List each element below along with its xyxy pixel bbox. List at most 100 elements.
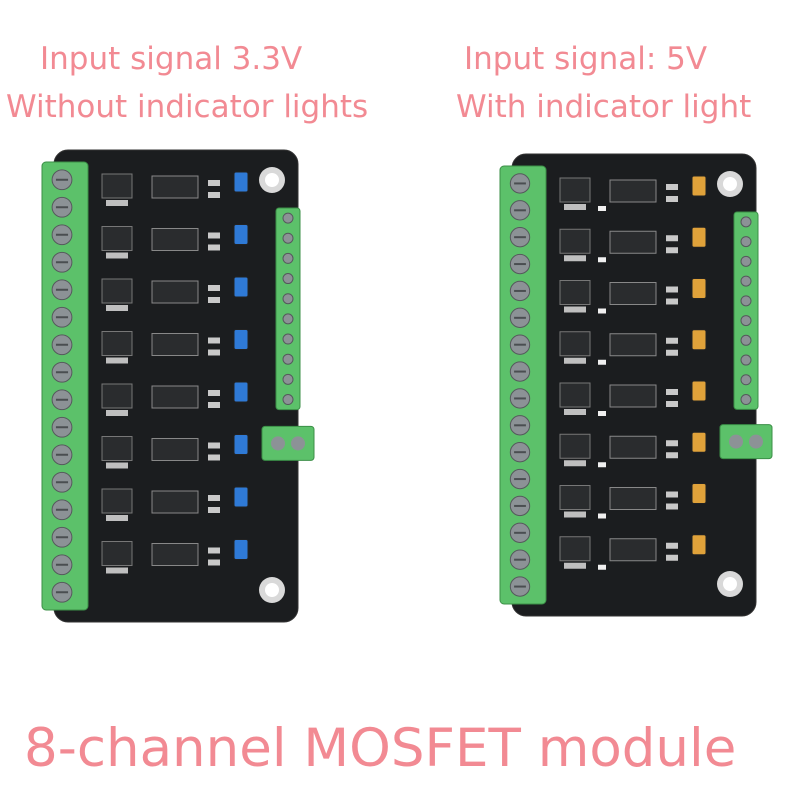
- power-terminal-block: [719, 424, 773, 460]
- jumper-cap: [691, 226, 707, 248]
- smd-resistor: [208, 337, 220, 344]
- input-terminal-screw: [740, 216, 752, 228]
- optocoupler-chip: [151, 175, 199, 199]
- power-terminal-screw: [271, 436, 285, 451]
- mounting-hole-center: [265, 583, 279, 597]
- smd-resistor: [666, 440, 678, 447]
- smd-resistor: [208, 297, 220, 303]
- mosfet-chip: [101, 278, 133, 304]
- input-terminal-screw: [282, 394, 294, 406]
- smd-resistor: [208, 244, 220, 251]
- input-terminal-screw: [282, 273, 294, 285]
- jumper-cap: [233, 171, 249, 193]
- right-mosfet-board: [498, 152, 788, 622]
- left-caption-line2: Without indicator lights: [6, 89, 369, 125]
- jumper-cap: [233, 329, 249, 350]
- left-mosfet-board: [40, 148, 330, 628]
- jumper-cap: [691, 380, 707, 402]
- mosfet-tab: [564, 511, 586, 518]
- optocoupler-chip: [609, 179, 657, 203]
- mosfet-tab: [106, 567, 128, 574]
- input-terminal-screw: [282, 232, 294, 244]
- jumper-cap: [233, 486, 249, 508]
- smd-resistor: [666, 554, 678, 561]
- jumper-cap: [691, 534, 707, 556]
- mosfet-tab: [564, 255, 586, 262]
- mounting-hole-center: [723, 577, 737, 591]
- jumper-cap: [233, 539, 249, 560]
- jumper-cap: [233, 434, 249, 455]
- optocoupler-chip: [609, 230, 657, 254]
- input-terminal-screw: [740, 394, 752, 406]
- mosfet-tab: [106, 357, 128, 364]
- mosfet-tab: [564, 409, 586, 415]
- mounting-hole-center: [265, 173, 279, 187]
- mosfet-tab: [564, 306, 586, 313]
- smd-resistor: [666, 349, 678, 356]
- mosfet-tab: [106, 200, 128, 206]
- jumper-cap: [233, 224, 249, 245]
- optocoupler-chip: [609, 333, 657, 357]
- mosfet-chip: [559, 485, 591, 510]
- smd-resistor: [666, 452, 678, 459]
- mounting-hole-center: [723, 177, 737, 191]
- smd-resistor: [666, 401, 678, 407]
- input-terminal-screw: [282, 333, 294, 345]
- optocoupler-chip: [609, 384, 657, 408]
- mosfet-tab: [564, 204, 586, 210]
- jumper-cap: [233, 381, 249, 403]
- smd-resistor: [208, 390, 220, 396]
- indicator-led: [598, 513, 606, 519]
- input-terminal-screw: [740, 374, 752, 386]
- smd-resistor: [666, 337, 678, 344]
- smd-resistor: [208, 180, 220, 186]
- input-terminal-screw: [282, 293, 294, 305]
- smd-resistor: [666, 503, 678, 510]
- right-caption-line2: With indicator light: [456, 89, 752, 125]
- mosfet-chip: [101, 436, 133, 461]
- smd-resistor: [666, 491, 678, 498]
- smd-resistor: [666, 184, 678, 190]
- smd-resistor: [208, 285, 220, 291]
- smd-resistor: [666, 298, 678, 305]
- optocoupler-chip: [151, 490, 199, 514]
- optocoupler-chip: [151, 385, 199, 409]
- mosfet-chip: [101, 226, 133, 251]
- input-terminal-block: [275, 207, 301, 411]
- jumper-cap: [233, 276, 249, 298]
- smd-resistor: [208, 495, 220, 501]
- mosfet-tab: [564, 460, 586, 467]
- smd-resistor: [208, 232, 220, 239]
- jumper-cap: [691, 278, 707, 299]
- input-terminal-block: [733, 211, 759, 410]
- optocoupler-chip: [151, 333, 199, 356]
- smd-resistor: [666, 247, 678, 254]
- mosfet-chip: [101, 331, 133, 356]
- mosfet-tab: [106, 252, 128, 259]
- mosfet-tab: [564, 357, 586, 364]
- mosfet-tab: [106, 410, 128, 416]
- smd-resistor: [666, 235, 678, 242]
- smd-resistor: [208, 559, 220, 566]
- right-caption-line1: Input signal: 5V: [464, 41, 708, 77]
- smd-resistor: [208, 454, 220, 461]
- mosfet-chip: [101, 383, 133, 409]
- input-terminal-screw: [282, 353, 294, 365]
- mosfet-chip: [101, 488, 133, 514]
- input-terminal-screw: [740, 295, 752, 307]
- optocoupler-chip: [609, 282, 657, 305]
- indicator-led: [598, 462, 606, 468]
- smd-resistor: [208, 192, 220, 198]
- indicator-led: [598, 308, 606, 314]
- indicator-led: [598, 359, 606, 365]
- input-terminal-screw: [740, 236, 752, 248]
- input-terminal-screw: [740, 334, 752, 346]
- indicator-led: [598, 257, 606, 263]
- mosfet-chip: [559, 228, 591, 254]
- jumper-cap: [691, 483, 707, 504]
- optocoupler-chip: [151, 543, 199, 566]
- smd-resistor: [666, 196, 678, 202]
- smd-resistor: [208, 349, 220, 356]
- smd-resistor: [208, 507, 220, 513]
- jumper-cap: [691, 175, 707, 197]
